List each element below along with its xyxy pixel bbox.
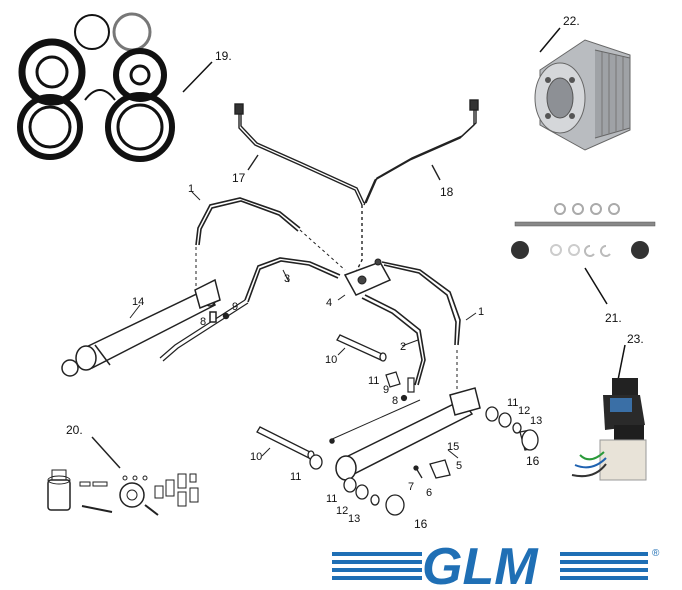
large-seal-ring: [18, 38, 86, 106]
seal-ring: [113, 48, 167, 102]
callout-10-lower: 10: [250, 451, 262, 463]
registered-mark: ®: [652, 548, 660, 559]
logo-text: GLM: [422, 538, 539, 590]
lower-cylinder-15: [329, 387, 481, 481]
callout-11-b: 11: [507, 397, 518, 409]
callout-23: 23.: [627, 332, 644, 346]
callout-16-a: 16: [414, 517, 428, 531]
callout-19: 19.: [215, 49, 232, 63]
power-pump-23: [571, 344, 647, 481]
callout-8-lower: 8: [392, 395, 398, 407]
hoses: [159, 191, 477, 390]
rod-end-cap: [511, 241, 529, 259]
callout-15: 15: [447, 441, 459, 453]
bracket-parts: [385, 371, 415, 402]
o-ring-arc: [84, 89, 116, 101]
callout-12-b: 12: [518, 405, 530, 417]
callout-21: 21.: [605, 311, 622, 325]
large-o-ring: [17, 94, 83, 160]
retaining-ring: [112, 12, 152, 52]
callout-9-lower: 9: [383, 384, 389, 396]
upper-cylinder-14: [61, 278, 230, 377]
callout-14: 14: [132, 296, 144, 308]
callout-20: 20.: [66, 423, 83, 437]
callout-4: 4: [326, 297, 332, 309]
valve-parts-20: [47, 436, 199, 516]
callout-8-upper: 8: [200, 316, 206, 328]
rod-kit-21: [511, 203, 656, 305]
callout-17: 17: [232, 171, 246, 185]
callout-10-upper: 10: [325, 354, 337, 366]
callout-1-left: 1: [188, 183, 194, 195]
cylinder-nut-22: [534, 27, 631, 151]
callout-9-upper: 9: [232, 301, 238, 313]
callout-1-right: 1: [478, 306, 484, 318]
callout-11-c: 11: [290, 471, 301, 483]
callout-18: 18: [440, 185, 454, 199]
large-o-ring-2: [105, 92, 175, 162]
inner-o-ring: [28, 105, 72, 149]
inner-o-ring-2: [116, 103, 164, 151]
callout-3: 3: [284, 273, 290, 285]
rods-10: [256, 334, 387, 460]
fitting-block-4: [337, 258, 392, 301]
snap-ring: [74, 14, 110, 50]
steering-lines-17-18: [234, 99, 479, 273]
callout-22: 22.: [563, 14, 580, 28]
callout-13-b: 13: [530, 415, 542, 427]
rod-end-cap: [631, 241, 649, 259]
callout-11-d: 11: [326, 493, 337, 505]
callout-5: 5: [456, 460, 462, 472]
callout-2: 2: [400, 341, 406, 353]
callout-7: 7: [408, 481, 414, 493]
callout-13-a: 13: [348, 513, 360, 525]
leader-19: [182, 61, 213, 93]
lower-right-hardware: [309, 406, 539, 516]
glm-logo: GLM ®: [332, 538, 660, 590]
small-seal-ring: [129, 64, 151, 86]
callout-6: 6: [426, 487, 432, 499]
callout-16-b: 16: [526, 454, 540, 468]
callout-12-a: 12: [336, 505, 348, 517]
callout-11-a: 11: [368, 375, 379, 387]
seal-kit-19: [17, 12, 213, 162]
tie-rod: [514, 221, 656, 227]
inner-seal-ring: [35, 55, 69, 89]
